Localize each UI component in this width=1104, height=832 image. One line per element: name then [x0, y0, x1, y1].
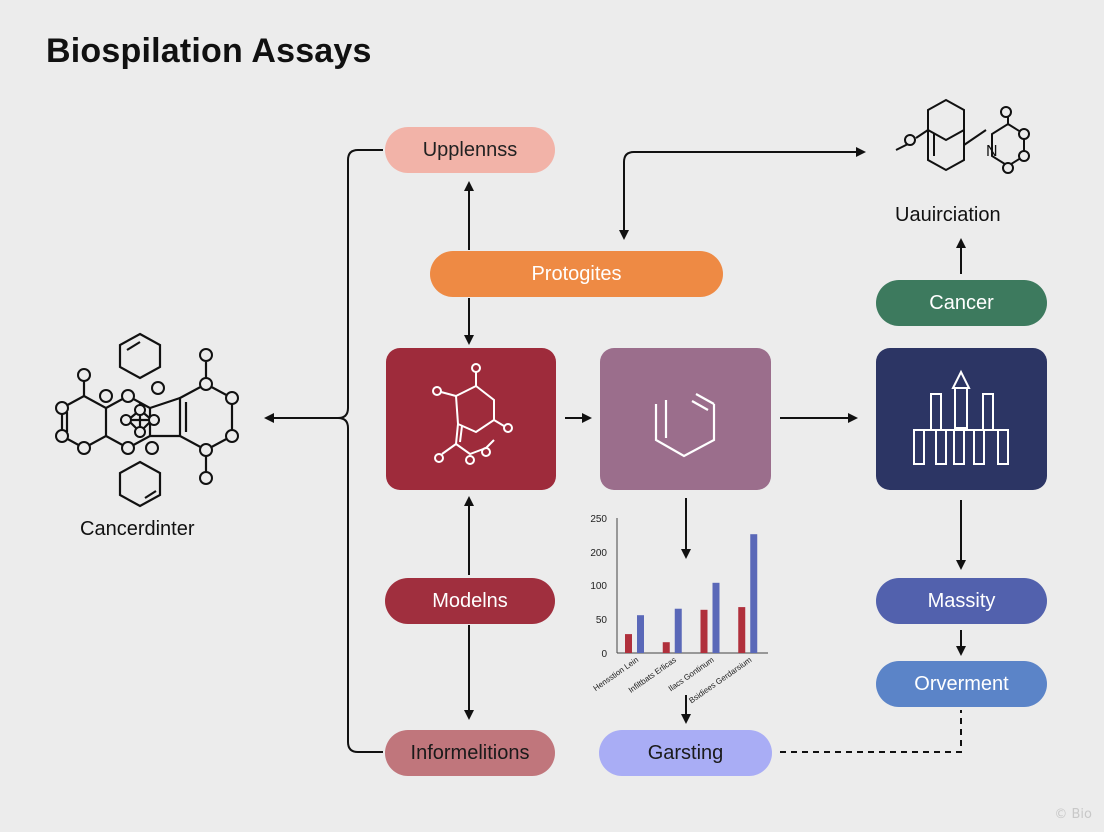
chart-bar: [712, 582, 720, 653]
node-protogites[interactable]: Protogites: [430, 251, 723, 297]
chart-bar: [700, 609, 708, 653]
column-structure-icon: [913, 369, 1009, 465]
node-cancer-label: Cancer: [929, 291, 994, 314]
node-garsting-label: Garsting: [647, 741, 724, 764]
cancerdinter-label: Cancerdinter: [80, 518, 195, 540]
chart-y-tick-label: 50: [596, 615, 608, 626]
node-informelitions[interactable]: Informelitions: [385, 730, 555, 776]
mauve-molecule-box[interactable]: [600, 348, 771, 490]
chart-bar: [738, 607, 746, 653]
node-modelns[interactable]: Modelns: [385, 578, 555, 624]
node-cancer[interactable]: Cancer: [876, 280, 1047, 326]
node-modelns-label: Modelns: [432, 589, 508, 612]
node-informelitions-label: Informelitions: [410, 741, 530, 764]
chart-bar: [662, 642, 670, 653]
chart-y-tick-label: 0: [601, 649, 607, 660]
node-upplennss[interactable]: Upplennss: [385, 127, 555, 173]
dashed-garsting-to-orverment: [780, 710, 962, 753]
chart-bar: [625, 634, 632, 653]
chart-y-tick-label: 100: [590, 581, 607, 592]
node-orverment-label: Orverment: [914, 672, 1009, 695]
node-upplennss-label: Upplennss: [422, 138, 518, 161]
arrow-top-loop: [623, 147, 866, 238]
node-orverment[interactable]: Orverment: [876, 661, 1047, 707]
node-massity-label: Massity: [927, 589, 996, 612]
ring-molecule-icon: [432, 363, 513, 465]
chart-y-tick-label: 200: [590, 548, 607, 559]
uauirciation-label: Uauirciation: [895, 204, 1001, 226]
chart-bar: [750, 534, 758, 653]
svg-text:N: N: [986, 143, 998, 160]
chart-bar: [674, 608, 682, 653]
hexagon-ring-icon: [654, 393, 716, 458]
crimson-molecule-box[interactable]: [386, 348, 556, 490]
node-protogites-label: Protogites: [531, 262, 622, 285]
chart-y-tick-label: 250: [590, 514, 607, 525]
chart-x-tick-label: Bsidiees Gerdarsium: [687, 655, 753, 705]
watermark-text: © Bio: [1054, 807, 1092, 822]
node-massity[interactable]: Massity: [876, 578, 1047, 624]
node-garsting[interactable]: Garsting: [599, 730, 772, 776]
page-title: Biospilation Assays: [46, 32, 372, 70]
navy-structure-box[interactable]: [876, 348, 1047, 490]
chart-bar: [637, 615, 644, 653]
